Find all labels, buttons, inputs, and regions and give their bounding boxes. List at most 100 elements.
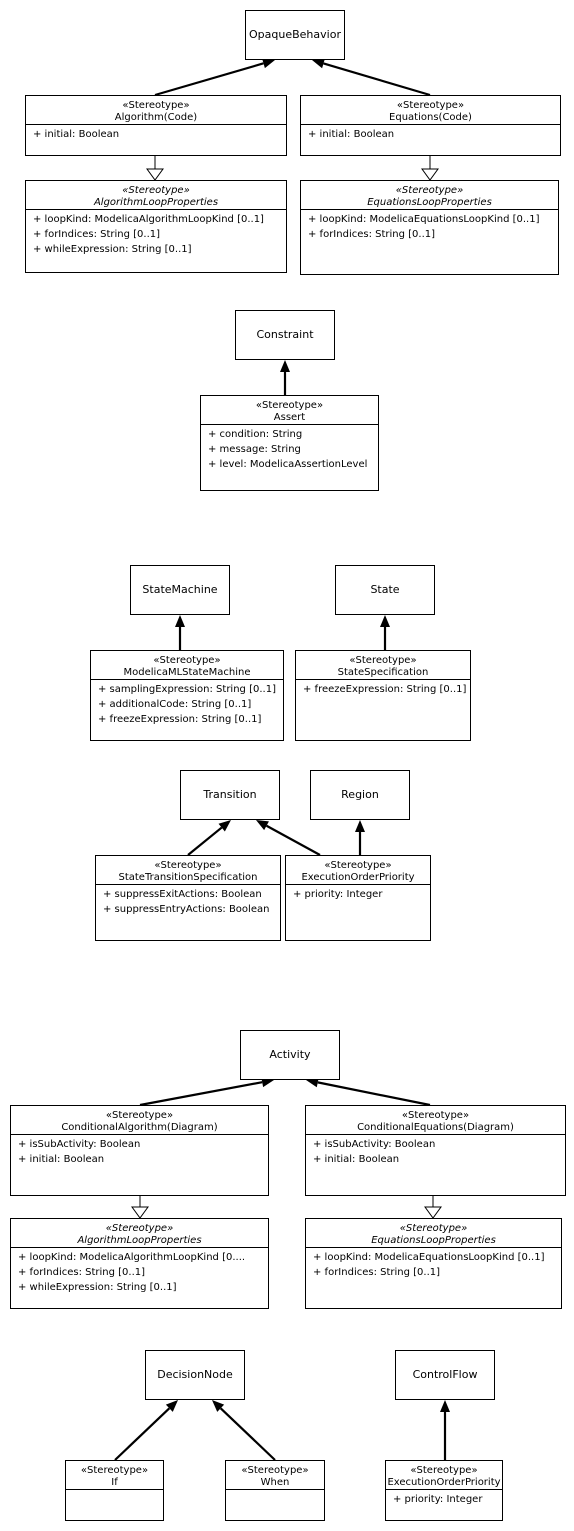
- stereotype-name: AlgorithmLoopProperties: [93, 197, 219, 208]
- attribute-compartment: + loopKind: ModelicaAlgorithmLoopKind [0…: [26, 210, 286, 257]
- attribute-compartment: + isSubActivity: Boolean+ initial: Boole…: [306, 1135, 565, 1167]
- attribute: + freezeExpression: String [0..1]: [303, 684, 467, 695]
- extension-arrow: [312, 58, 431, 97]
- class-state[interactable]: State: [335, 565, 435, 615]
- class-name: Region: [341, 788, 379, 801]
- extension-arrow: [280, 360, 290, 395]
- stereotype-header: «Stereotype»ConditionalEquations(Diagram…: [306, 1106, 565, 1135]
- attribute: + level: ModelicaAssertionLevel: [208, 459, 368, 470]
- stereotype-state-transition-specification[interactable]: «Stereotype»StateTransitionSpecification…: [95, 855, 281, 941]
- attribute-compartment: + loopKind: ModelicaEquationsLoopKind [0…: [301, 210, 558, 242]
- attribute-compartment: + isSubActivity: Boolean+ initial: Boole…: [11, 1135, 268, 1167]
- extension-arrow: [154, 58, 275, 97]
- attribute-compartment: + priority: Integer: [386, 1490, 502, 1507]
- class-activity[interactable]: Activity: [240, 1030, 340, 1080]
- attribute-compartment: + samplingExpression: String [0..1] + add…: [91, 680, 283, 727]
- attribute: + forIndices: String [0..1]: [308, 229, 436, 240]
- stereotype-keyword: «Stereotype»: [105, 1223, 174, 1234]
- attribute: + additionalCode: String [0..1]: [98, 699, 252, 710]
- stereotype-keyword: «Stereotype»: [255, 400, 324, 411]
- class-name: StateMachine: [142, 583, 218, 596]
- class-transition[interactable]: Transition: [180, 770, 280, 820]
- attribute-compartment: + priority: Integer: [286, 885, 430, 902]
- attribute-compartment: + suppressExitActions: Boolean+ suppress…: [96, 885, 280, 917]
- stereotype-execution-order-priority-2[interactable]: «Stereotype»ExecutionOrderPriority+ prio…: [385, 1460, 503, 1521]
- attribute: + forIndices: String [0..1]: [313, 1267, 441, 1278]
- class-constraint[interactable]: Constraint: [235, 310, 335, 360]
- extension-arrow: [380, 615, 390, 650]
- stereotype-keyword: «Stereotype»: [154, 860, 222, 871]
- stereotype-header: «Stereotype»ModelicaMLStateMachine: [91, 651, 283, 680]
- extension-arrow: [187, 820, 231, 856]
- stereotype-keyword: «Stereotype»: [122, 100, 190, 111]
- stereotype-algorithm-loop-properties[interactable]: «Stereotype»AlgorithmLoopProperties + loo…: [25, 180, 287, 273]
- class-name: State: [370, 583, 400, 596]
- stereotype-execution-order-priority[interactable]: «Stereotype»ExecutionOrderPriority + prio…: [285, 855, 431, 941]
- stereotype-conditional-algorithm[interactable]: «Stereotype»ConditionalAlgorithm(Diagram…: [10, 1105, 269, 1196]
- class-decision-node[interactable]: DecisionNode: [145, 1350, 245, 1400]
- extension-arrow: [139, 1077, 274, 1107]
- attribute: + samplingExpression: String [0..1]: [98, 684, 276, 695]
- stereotype-header: «Stereotype»Algorithm(Code): [26, 96, 286, 125]
- stereotype-name: AlgorithmLoopProperties: [77, 1235, 202, 1246]
- stereotype-name: ConditionalEquations(Diagram): [357, 1122, 514, 1133]
- extension-arrow: [440, 1400, 450, 1460]
- stereotype-keyword: «Stereotype»: [80, 1465, 149, 1476]
- attribute: + priority: Integer: [293, 889, 383, 900]
- attribute-compartment: + condition: String+ message: String+ le…: [201, 425, 378, 472]
- stereotype-when[interactable]: «Stereotype»When: [225, 1460, 325, 1521]
- stereotype-if[interactable]: «Stereotype»If: [65, 1460, 164, 1521]
- stereotype-conditional-equations[interactable]: «Stereotype»ConditionalEquations(Diagram…: [305, 1105, 566, 1196]
- stereotype-name: ExecutionOrderPriority: [301, 872, 415, 883]
- class-control-flow[interactable]: ControlFlow: [395, 1350, 495, 1400]
- stereotype-name: EquationsLoopProperties: [371, 1235, 496, 1246]
- generalization-arrow: [131, 1193, 149, 1219]
- stereotype-name: Assert: [273, 412, 306, 423]
- extension-arrow: [212, 1400, 276, 1461]
- attribute: + forIndices: String [0..1]: [18, 1267, 146, 1278]
- stereotype-keyword: «Stereotype»: [396, 100, 465, 111]
- stereotype-header: «Stereotype»ExecutionOrderPriority: [386, 1461, 502, 1490]
- stereotype-equations-loop-properties[interactable]: «Stereotype»EquationsLoopProperties+ loo…: [300, 180, 559, 275]
- attribute: + loopKind: ModelicaAlgorithmLoopKind [0…: [33, 214, 264, 225]
- stereotype-state-specification[interactable]: «Stereotype»StateSpecification + freezeEx…: [295, 650, 471, 741]
- attribute: + initial: Boolean: [308, 129, 395, 140]
- extension-arrow: [256, 820, 321, 856]
- stereotype-equations-loop-properties-2[interactable]: «Stereotype»EquationsLoopProperties+ loo…: [305, 1218, 562, 1309]
- generalization-arrow: [421, 156, 439, 181]
- class-opaque-behavior[interactable]: OpaqueBehavior: [245, 10, 345, 60]
- attribute-compartment: + loopKind: ModelicaEquationsLoopKind [0…: [306, 1248, 561, 1280]
- generalization-arrow: [424, 1193, 442, 1219]
- stereotype-header: «Stereotype»When: [226, 1461, 324, 1490]
- stereotype-keyword: «Stereotype»: [122, 185, 190, 196]
- stereotype-algorithm-loop-properties-2[interactable]: «Stereotype»AlgorithmLoopProperties+ loo…: [10, 1218, 269, 1309]
- attribute-compartment: [226, 1490, 324, 1492]
- attribute: + whileExpression: String [0..1]: [33, 244, 192, 255]
- stereotype-header: «Stereotype»EquationsLoopProperties: [306, 1219, 561, 1248]
- stereotype-keyword: «Stereotype»: [324, 860, 392, 871]
- stereotype-assert[interactable]: «Stereotype»Assert + condition: String+ m…: [200, 395, 379, 491]
- stereotype-name: ExecutionOrderPriority: [387, 1477, 501, 1488]
- class-state-machine[interactable]: StateMachine: [130, 565, 230, 615]
- stereotype-equations-code[interactable]: «Stereotype»Equations(Code) + initial: Bo…: [300, 95, 561, 156]
- stereotype-name: StateSpecification: [337, 667, 429, 678]
- attribute: + message: String: [208, 444, 301, 455]
- attribute: + suppressExitActions: Boolean: [103, 889, 262, 900]
- stereotype-name: StateTransitionSpecification: [118, 872, 258, 883]
- stereotype-keyword: «Stereotype»: [153, 655, 221, 666]
- attribute: + freezeExpression: String [0..1]: [98, 714, 262, 725]
- attribute: + initial: Boolean: [313, 1154, 400, 1165]
- stereotype-header: «Stereotype»ExecutionOrderPriority: [286, 856, 430, 885]
- stereotype-keyword: «Stereotype»: [349, 655, 417, 666]
- class-region[interactable]: Region: [310, 770, 410, 820]
- stereotype-algorithm-code[interactable]: «Stereotype»Algorithm(Code)+ initial: Bo…: [25, 95, 287, 156]
- class-name: OpaqueBehavior: [249, 28, 341, 41]
- attribute: + isSubActivity: Boolean: [18, 1139, 141, 1150]
- stereotype-header: «Stereotype»Equations(Code): [301, 96, 560, 125]
- stereotype-header: «Stereotype»EquationsLoopProperties: [301, 181, 558, 210]
- stereotype-keyword: «Stereotype»: [399, 1223, 468, 1234]
- stereotype-name: ModelicaMLStateMachine: [123, 667, 251, 678]
- stereotype-modelica-ml-state-machine[interactable]: «Stereotype»ModelicaMLStateMachine+ samp…: [90, 650, 284, 741]
- class-name: ControlFlow: [412, 1368, 478, 1381]
- stereotype-header: «Stereotype»AlgorithmLoopProperties: [11, 1219, 268, 1248]
